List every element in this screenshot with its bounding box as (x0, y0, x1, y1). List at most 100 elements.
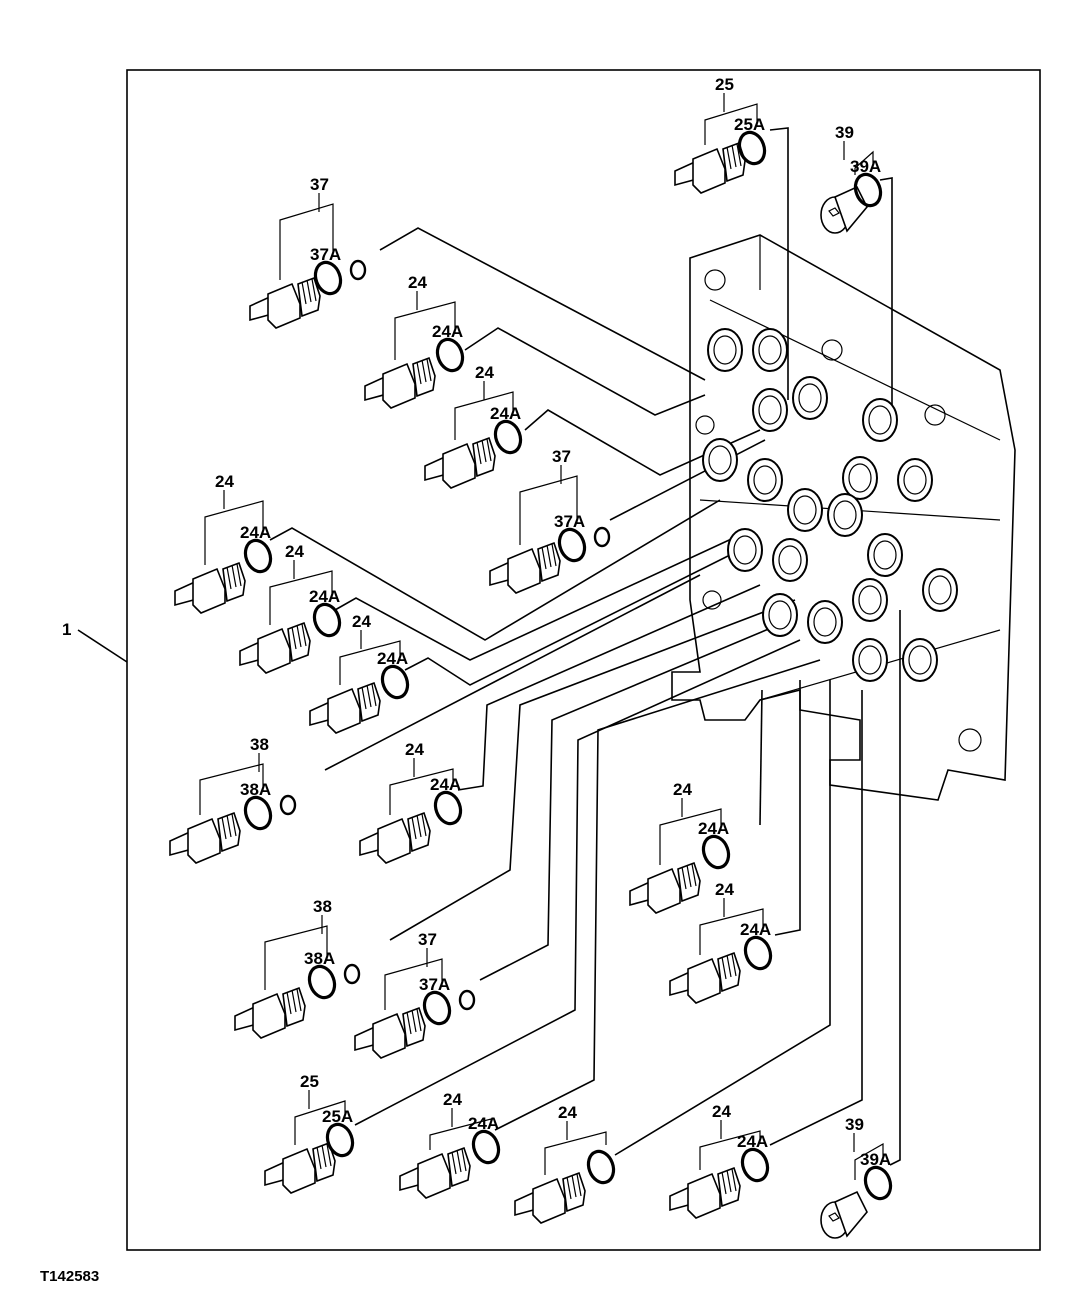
part-number-label: 24 (285, 542, 304, 561)
o-ring (243, 538, 273, 574)
fitting-thread (402, 1006, 426, 1048)
threaded-port (867, 533, 903, 577)
callout-bracket (544, 1121, 607, 1175)
backup-ring (458, 989, 476, 1011)
fitting-hex (692, 147, 726, 194)
seal-number-label: 24A (432, 322, 463, 341)
callout-bracket (704, 93, 758, 145)
callout-bracket (269, 560, 333, 625)
threaded-port (752, 328, 788, 372)
seal-number-label: 39A (850, 157, 881, 176)
o-ring (743, 935, 773, 971)
fitting-hex (532, 1177, 566, 1224)
seal-number-label: 38A (240, 780, 271, 799)
callout-bracket (199, 753, 264, 815)
thread-lines (221, 813, 237, 840)
callout-bracket (339, 630, 401, 685)
port-bore (848, 463, 872, 493)
fitting-hex (647, 867, 681, 914)
o-ring (740, 1147, 770, 1183)
threaded-port (842, 456, 878, 500)
fitting-hex (187, 817, 221, 864)
thread-lines (721, 1168, 737, 1195)
part-number-label: 37 (552, 447, 571, 466)
port-bore (778, 545, 802, 575)
thread-lines (726, 143, 742, 170)
backup-ring (593, 526, 611, 548)
seal-number-label: 39A (860, 1150, 891, 1169)
part-p-24-j: 24 (514, 1103, 616, 1224)
part-p-24-e: 24 24A (309, 612, 410, 734)
seal-number-label: 25A (734, 115, 765, 134)
fitting-thread (537, 541, 561, 583)
fitting-hex (282, 1147, 316, 1194)
port-bore (758, 395, 782, 425)
threaded-port (787, 488, 823, 532)
o-ring (243, 795, 273, 831)
port-bore (713, 335, 737, 365)
figure-id: T142583 (40, 1268, 100, 1285)
part-number-label: 38 (313, 897, 332, 916)
backup-ring (279, 794, 297, 816)
callout-bracket (204, 490, 264, 565)
o-ring (557, 527, 587, 563)
thread-lines (541, 543, 557, 570)
threaded-port (862, 398, 898, 442)
o-ring (701, 834, 731, 870)
seal-number-label: 24A (740, 920, 771, 939)
part-number-label: 24 (352, 612, 371, 631)
part-number-label: 37 (310, 175, 329, 194)
o-ring (853, 172, 883, 208)
o-ring (313, 260, 343, 296)
port-bore (768, 600, 792, 630)
o-ring (307, 964, 337, 1000)
threaded-port (852, 638, 888, 682)
backup-ring (349, 259, 367, 281)
fitting-hex (442, 442, 476, 489)
seal-number-label: 38A (304, 949, 335, 968)
o-ring (586, 1149, 616, 1185)
thread-lines (286, 988, 302, 1015)
fitting-thread (562, 1171, 586, 1213)
seal-number-label: 24A (377, 649, 408, 668)
fitting-hex (687, 957, 721, 1004)
seal-number-label: 37A (419, 975, 450, 994)
part-p-24-a: 24 24A (364, 273, 465, 409)
fitting-hex (382, 362, 416, 409)
fitting-thread (282, 986, 306, 1028)
port-bore (868, 405, 892, 435)
callout-bracket (279, 193, 334, 280)
seal-number-label: 24A (490, 404, 521, 423)
fitting-thread (717, 951, 741, 993)
callout-bracket (389, 758, 454, 815)
callout-bracket (659, 798, 722, 865)
seal-number-label: 24A (698, 819, 729, 838)
port-bore (813, 607, 837, 637)
port-bore (908, 645, 932, 675)
port-bore (903, 465, 927, 495)
threaded-port (727, 528, 763, 572)
port-bore (873, 540, 897, 570)
callout-bracket (843, 141, 874, 175)
part-number-label: 24 (408, 273, 427, 292)
part-number-label: 24 (712, 1102, 731, 1121)
fitting-hex (192, 567, 226, 614)
callout-bracket (394, 291, 456, 360)
assembly-leader-line (77, 629, 128, 663)
callout-bracket (429, 1108, 492, 1150)
plug-body (834, 1190, 868, 1238)
o-ring (380, 664, 410, 700)
seal-number-label: 24A (309, 587, 340, 606)
threaded-port (772, 538, 808, 582)
